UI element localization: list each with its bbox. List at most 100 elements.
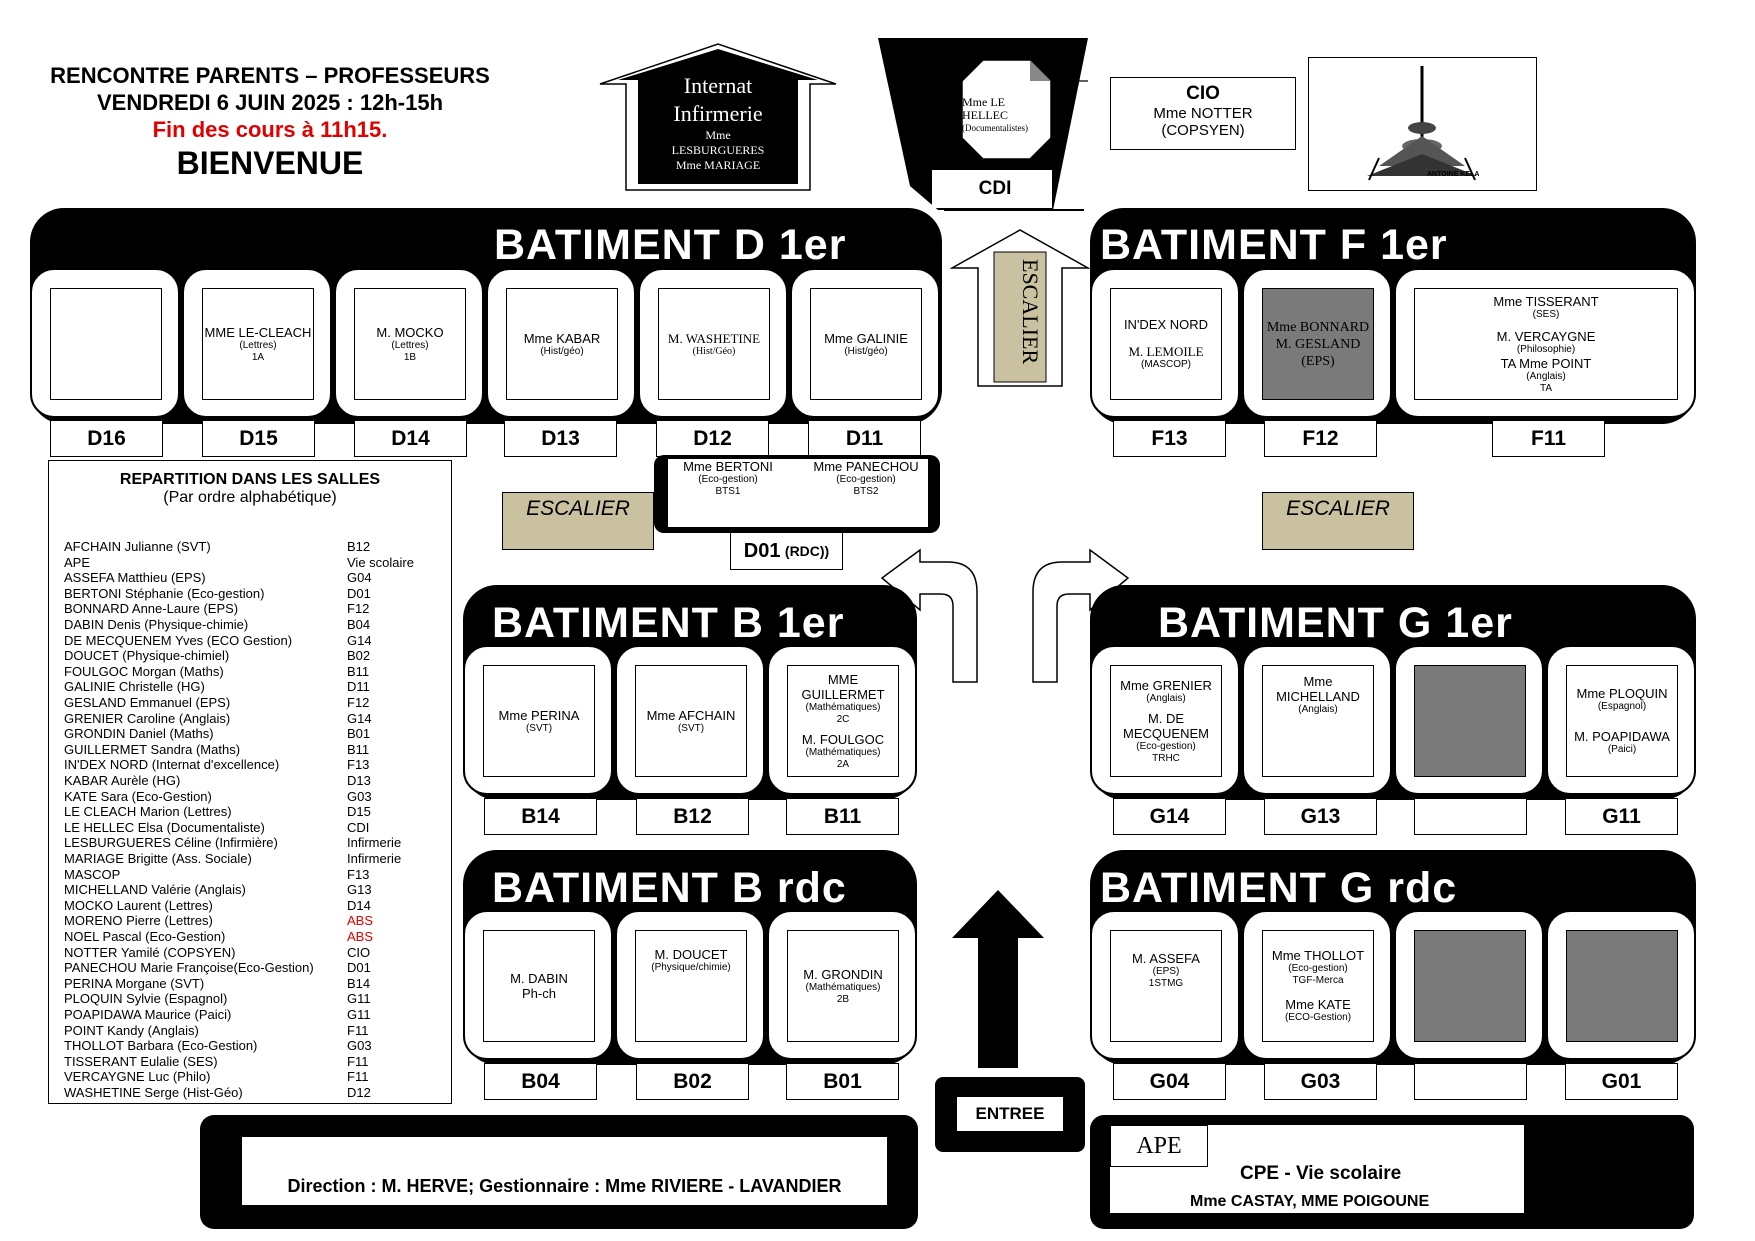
header-line-1: RENCONTRE PARENTS – PROFESSEURS — [50, 63, 490, 88]
room-b14-name: Mme PERINA — [498, 707, 580, 723]
header-line-4: BIENVENUE — [176, 145, 364, 181]
repartition-teacher: PERINA Morgane (SVT) — [64, 975, 205, 991]
room-g14: Mme GRENIER (Anglais) M. DE MECQUENEM (E… — [1090, 645, 1240, 795]
room-d01-sub1: (Eco-gestion) — [698, 474, 758, 485]
repartition-teacher: TISSERANT Eulalie (SES) — [64, 1053, 218, 1069]
room-g14-name: Mme GRENIER — [1120, 677, 1212, 693]
building-f-title: BATIMENT F 1er — [1100, 221, 1448, 269]
repartition-room: D14 — [347, 897, 371, 913]
internat-title-1: Internat — [683, 73, 753, 98]
room-d01: Mme BERTONI (Eco-gestion) BTS1 Mme PANEC… — [654, 455, 940, 533]
escalier-right: ESCALIER — [1262, 492, 1414, 550]
label-g04: G04 — [1113, 1063, 1226, 1100]
room-g14-sub2: (Eco-gestion) — [1136, 740, 1196, 752]
label-b04: B04 — [484, 1063, 597, 1100]
room-f11-name2: M. VERCAYGNE — [1496, 328, 1596, 344]
repartition-teacher: MARIAGE Brigitte (Ass. Sociale) — [64, 851, 252, 866]
room-g01-content — [1566, 930, 1678, 1042]
repartition-subtitle: (Par ordre alphabétique) — [163, 489, 337, 506]
room-d01-name2: Mme PANECHOU — [813, 459, 919, 474]
repartition-teacher: AFCHAIN Julianne (SVT) — [64, 539, 211, 554]
repartition-room: B01 — [347, 726, 371, 742]
room-f12-content: Mme BONNARD M. GESLAND (EPS) — [1262, 288, 1374, 400]
cdi-role: (Documentalistes) — [962, 123, 1028, 133]
repartition-teacher: GALINIE Christelle (HG) — [64, 679, 205, 695]
repartition-teacher: PANECHOU Marie Françoise(Eco-Gestion) — [64, 960, 314, 976]
repartition-teacher: LESBURGUERES Céline (Infirmière) — [64, 835, 278, 851]
label-d16: D16 — [50, 420, 163, 457]
room-b14: Mme PERINA (SVT) — [463, 645, 613, 795]
repartition-room: CIO — [347, 944, 371, 960]
repartition-room: F12 — [347, 601, 370, 617]
room-g04-name: M. ASSEFA — [1132, 951, 1200, 966]
logo-icon — [1367, 66, 1477, 181]
label-d01: D01 (RDC)) — [730, 532, 843, 570]
school-logo: ANTOINE KELA — [1308, 57, 1537, 191]
room-b04-name: M. DABIN — [510, 971, 568, 986]
cdi-name-1: Mme LE — [962, 95, 1005, 109]
repartition-teacher: BONNARD Anne-Laure (EPS) — [64, 601, 239, 617]
room-g03: Mme THOLLOT (Eco-gestion) TGF-Merca Mme … — [1242, 910, 1392, 1060]
label-f11: F11 — [1492, 420, 1605, 457]
room-b12-sub1: (SVT) — [677, 722, 705, 734]
escalier-left: ESCALIER — [502, 492, 654, 550]
direction-text: Direction : M. HERVE; Gestionnaire : Mme… — [242, 1137, 887, 1205]
room-b12: Mme AFCHAIN (SVT) — [615, 645, 765, 795]
room-b11-sub3: (Mathématiques) — [805, 746, 881, 758]
room-g11-content: Mme PLOQUIN (Espagnol) M. POAPIDAWA (Pai… — [1566, 665, 1678, 777]
escalier-arrow — [950, 229, 1090, 387]
room-d13: Mme KABAR (Hist/géo) — [486, 268, 636, 418]
internat-label: Internat Infirmerie Mme LESBURGUERES Mme… — [640, 72, 796, 173]
room-f11: Mme TISSERANT (SES) M. VERCAYGNE (Philos… — [1394, 268, 1696, 418]
repartition-room: F11 — [347, 1022, 369, 1038]
room-b11-sub1: (Mathématiques) — [805, 701, 881, 713]
repartition-room: F11 — [347, 1053, 369, 1069]
room-f13-name: IN'DEX NORD — [1123, 317, 1209, 332]
repartition-list: REPARTITION DANS LES SALLES (Par ordre a… — [48, 460, 452, 1104]
room-g13-name2: MICHELLAND — [1276, 689, 1360, 704]
room-g04-sub2: 1STMG — [1148, 978, 1184, 989]
internat-title-2: Infirmerie — [673, 101, 763, 126]
cio-box: CIO Mme NOTTER (COPSYEN) — [1110, 77, 1296, 150]
repartition-room: D01 — [347, 585, 371, 601]
cio-title: CIO — [1186, 83, 1220, 104]
repartition-teacher: LE CLEACH Marion (Lettres) — [64, 804, 232, 820]
repartition-room: F13 — [347, 757, 370, 773]
repartition-room: F13 — [347, 866, 370, 882]
building-brdc-title: BATIMENT B rdc — [492, 864, 847, 912]
repartition-room: D15 — [347, 804, 371, 820]
repartition-room: Infirmerie — [347, 835, 402, 851]
room-g04-content: M. ASSEFA (EPS) 1STMG — [1110, 930, 1222, 1042]
ape-label: APE — [1110, 1125, 1208, 1167]
building-grdc-title: BATIMENT G rdc — [1100, 864, 1458, 912]
room-f13-content: IN'DEX NORD M. LEMOILE (MASCOP) — [1110, 288, 1222, 400]
cdi-shape — [878, 38, 1088, 210]
label-d14: D14 — [354, 420, 467, 457]
repartition-room: B11 — [347, 741, 370, 757]
room-b01-sub2: 2B — [836, 993, 850, 1005]
repartition-teacher: VERCAYGNE Luc (Philo) — [64, 1069, 211, 1085]
repartition-room: G04 — [347, 570, 372, 586]
room-b01-content: M. GRONDIN (Mathématiques) 2B — [787, 930, 899, 1042]
room-g11-sub1: (Espagnol) — [1597, 701, 1647, 712]
label-g11: G11 — [1565, 798, 1678, 835]
room-g11: Mme PLOQUIN (Espagnol) M. POAPIDAWA (Pai… — [1546, 645, 1696, 795]
room-g14-sub1: (Anglais) — [1146, 692, 1186, 704]
label-b11: B11 — [786, 798, 899, 835]
cpe-inner: APE CPE - Vie scolaire Mme CASTAY, MME P… — [1110, 1125, 1524, 1213]
repartition-teacher: GESLAND Emmanuel (EPS) — [64, 695, 231, 710]
repartition-teacher: GRONDIN Daniel (Maths) — [64, 726, 214, 742]
cdi-staff: Mme LE HELLEC (Documentalistes) — [962, 96, 1034, 135]
cdi-label: CDI — [978, 178, 1012, 199]
room-b14-content: Mme PERINA (SVT) — [483, 665, 595, 777]
room-b02-sub1: (Physique/chimie) — [651, 962, 731, 973]
room-g04-sub1: (EPS) — [1152, 966, 1180, 977]
room-g14-name3: MECQUENEM — [1123, 725, 1209, 741]
label-b14: B14 — [484, 798, 597, 835]
label-g12-empty — [1414, 798, 1527, 835]
header-line-3: Fin des cours à 11h15. — [152, 117, 388, 142]
room-b14-sub1: (SVT) — [525, 722, 553, 734]
room-d14: M. MOCKO (Lettres) 1B — [334, 268, 484, 418]
event-header: RENCONTRE PARENTS – PROFESSEURS VENDREDI… — [40, 62, 500, 183]
room-f11-name3: TA Mme POINT — [1500, 355, 1592, 371]
